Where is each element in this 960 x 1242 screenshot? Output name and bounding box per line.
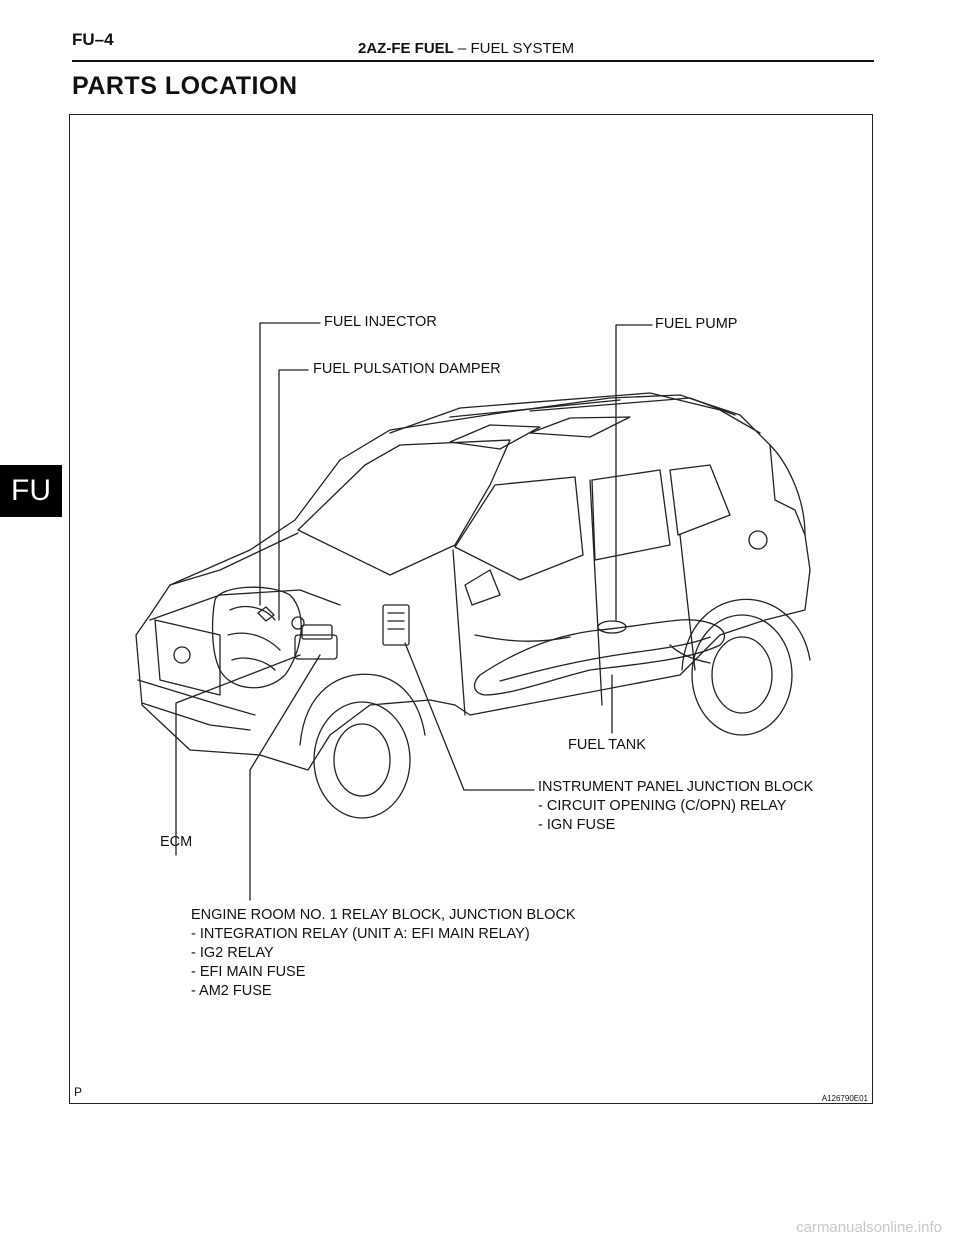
- rear-window: [591, 469, 671, 561]
- fuel-filler: [748, 530, 768, 550]
- sunroof-rear: [529, 416, 631, 438]
- door-line-front: [452, 549, 466, 716]
- front-grille: [154, 619, 221, 696]
- label-fuel-tank: FUEL TANK: [568, 737, 646, 753]
- quarter-window: [669, 464, 731, 536]
- figure-corner-mark: P: [74, 1085, 83, 1099]
- header-title-bold: 2AZ-FE FUEL: [358, 40, 454, 57]
- vehicle-roof: [389, 392, 761, 434]
- front-wheel-arch: [299, 673, 426, 746]
- hood-line: [169, 532, 299, 586]
- rear-wheel-arch: [681, 598, 811, 671]
- leader-ecm: [175, 654, 301, 856]
- header-title: 2AZ-FE FUEL – FUEL SYSTEM: [358, 40, 574, 57]
- watermark: carmanualsonline.info: [796, 1219, 942, 1236]
- front-window: [454, 476, 584, 581]
- label-engine-room-relay-block: ENGINE ROOM NO. 1 RELAY BLOCK, JUNCTION …: [191, 907, 576, 999]
- vehicle-illustration: [135, 322, 811, 901]
- label-fuel-injector: FUEL INJECTOR: [324, 314, 437, 330]
- hood-edge: [149, 589, 341, 621]
- roof-rail-rear: [529, 397, 736, 416]
- door-line-c: [679, 534, 696, 671]
- fuel-pump-unit: [597, 620, 627, 634]
- windshield: [297, 439, 511, 576]
- fuel-line: [474, 634, 711, 664]
- front-wheel: [313, 701, 411, 819]
- sunroof: [449, 424, 541, 450]
- leader-fuel-pulsation-damper: [278, 369, 309, 621]
- side-mirror: [464, 569, 501, 606]
- figure-frame: FUEL INJECTOR FUEL PULSATION DAMPER FUEL…: [69, 114, 873, 1104]
- ecm-box: [294, 634, 338, 660]
- leader-fuel-pump: [615, 324, 653, 621]
- engine-block: [211, 586, 302, 689]
- injector-part: [257, 606, 275, 622]
- fuel-tank: [473, 619, 726, 696]
- grille-emblem: [173, 646, 191, 664]
- leader-ip-junction-block: [404, 642, 535, 791]
- figure-id: A126790E01: [821, 1094, 868, 1103]
- vehicle-body-outline: [135, 394, 811, 771]
- rear-wheel: [691, 614, 793, 736]
- rear-spare: [769, 444, 806, 536]
- door-line-b: [589, 479, 603, 706]
- header-title-rest: – FUEL SYSTEM: [453, 40, 575, 57]
- section-title: PARTS LOCATION: [72, 72, 298, 100]
- header-rule: [72, 60, 874, 62]
- section-tab[interactable]: FU: [0, 465, 62, 517]
- front-bumper: [137, 679, 256, 731]
- leader-engine-room: [249, 654, 321, 901]
- roof-rail-front: [449, 399, 621, 418]
- relay-block: [301, 624, 333, 640]
- ip-junction-block: [382, 604, 410, 646]
- label-fuel-pulsation-damper: FUEL PULSATION DAMPER: [313, 361, 501, 377]
- label-ecm: ECM: [160, 834, 193, 850]
- damper-part: [291, 616, 305, 630]
- leader-fuel-injector: [259, 322, 321, 606]
- page-number: FU–4: [72, 30, 114, 49]
- label-ip-junction-block: INSTRUMENT PANEL JUNCTION BLOCK - CIRCUI…: [538, 779, 814, 833]
- label-fuel-pump: FUEL PUMP: [655, 316, 738, 332]
